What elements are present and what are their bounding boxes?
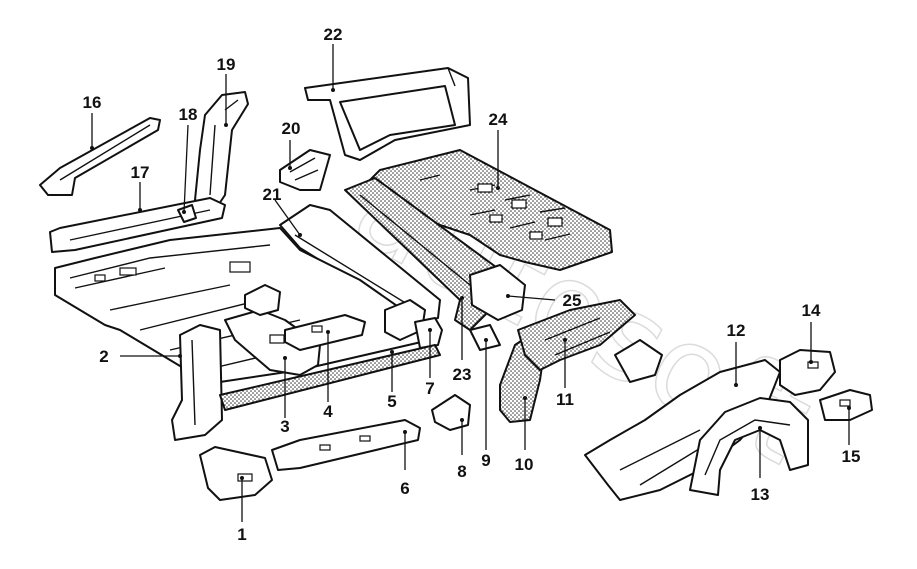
callout-4: 4 — [323, 402, 333, 421]
callout-21: 21 — [263, 185, 282, 204]
callout-10: 10 — [515, 455, 534, 474]
callout-25: 25 — [563, 291, 582, 310]
callout-9: 9 — [481, 451, 490, 470]
sill-panel — [219, 344, 441, 411]
part-25-rear-end-panel — [469, 264, 526, 321]
callout-24: 24 — [489, 110, 508, 129]
callout-12: 12 — [727, 321, 746, 340]
floor-tunnel-bracket — [244, 284, 281, 316]
part-13-rear-wheel-arch — [689, 397, 809, 496]
part-7-bracket — [414, 317, 443, 349]
callout-22: 22 — [324, 25, 343, 44]
part-22-rear-window-frame — [304, 67, 471, 161]
callout-6: 6 — [400, 479, 409, 498]
part-23-side-member — [344, 177, 501, 331]
part-16-roof-bow — [39, 117, 161, 196]
callout-16: 16 — [83, 93, 102, 112]
callout-1: 1 — [237, 525, 246, 544]
callout-20: 20 — [282, 119, 301, 138]
part-9-inner-panel — [469, 324, 501, 351]
callout-8: 8 — [457, 462, 466, 481]
callout-7: 7 — [425, 379, 434, 398]
callout-13: 13 — [751, 485, 770, 504]
part-19-b-pillar — [194, 91, 249, 211]
part-6-sill-plate — [271, 419, 421, 471]
part-15-small-plate — [819, 389, 873, 421]
callout-11: 11 — [556, 390, 574, 409]
part-4-rear-seat-crossmember — [284, 314, 366, 351]
main-floor-pan — [54, 227, 431, 383]
callout-14: 14 — [802, 301, 821, 320]
part-14-rear-bracket — [779, 349, 836, 396]
part-1-front-bracket — [199, 446, 273, 501]
callout-23: 23 — [453, 365, 472, 384]
callout-19: 19 — [217, 55, 236, 74]
callout-5: 5 — [387, 392, 396, 411]
part-18-strut — [177, 204, 197, 223]
callout-2: 2 — [99, 347, 108, 366]
part-20-bracket — [279, 149, 331, 191]
part-2-a-pillar-lower — [171, 324, 223, 441]
leader-lines — [90, 44, 851, 522]
callout-17: 17 — [131, 163, 150, 182]
part-8-small-bracket — [431, 394, 471, 431]
part-11-rear-bracket — [517, 299, 663, 383]
callout-18: 18 — [179, 105, 198, 124]
callout-3: 3 — [280, 417, 289, 436]
part-24-rear-floor — [359, 149, 613, 271]
callout-labels: 1 2 3 4 5 6 7 8 9 10 11 12 13 14 15 16 1… — [83, 25, 861, 544]
callout-15: 15 — [842, 447, 861, 466]
